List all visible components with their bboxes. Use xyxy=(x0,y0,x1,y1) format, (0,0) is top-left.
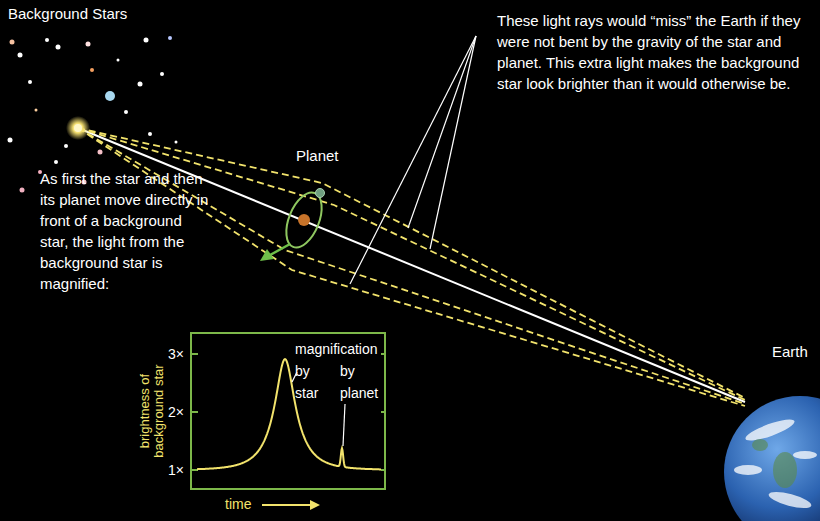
cloud xyxy=(744,415,797,444)
earth-clouds xyxy=(734,415,817,511)
callout-leaders xyxy=(350,36,476,284)
source-star-glow xyxy=(66,116,90,140)
star-dot xyxy=(148,132,152,136)
star-dot xyxy=(168,36,172,40)
star-dot xyxy=(45,38,49,42)
cloud xyxy=(734,465,762,475)
star-dot xyxy=(90,68,94,72)
source-star xyxy=(74,124,82,132)
star-dot xyxy=(98,150,103,155)
earth-label: Earth xyxy=(772,342,816,361)
star-dot xyxy=(124,110,128,114)
chart-ticks xyxy=(192,354,386,470)
star-dot xyxy=(117,59,120,62)
star-dot xyxy=(138,82,143,87)
star-dot xyxy=(56,45,61,50)
background-stars xyxy=(8,36,178,193)
star-dot xyxy=(54,160,58,164)
bent-ray xyxy=(78,128,745,398)
cloud xyxy=(767,489,813,512)
star-dot xyxy=(18,53,23,58)
axis-label: brightness of background star xyxy=(138,356,166,466)
tick-label: 3× xyxy=(162,345,184,363)
star-dot xyxy=(86,42,91,47)
star-dot xyxy=(144,38,149,43)
star-dot xyxy=(160,72,164,76)
star-dot xyxy=(105,91,115,101)
lens-star xyxy=(298,214,310,226)
motion-arrowhead xyxy=(260,249,274,261)
planet xyxy=(316,189,325,198)
time-arrow xyxy=(262,504,312,506)
motion-arrow xyxy=(270,244,290,255)
planet-label: Planet xyxy=(296,146,356,165)
earth-land xyxy=(752,439,797,488)
direct-light-ray xyxy=(78,128,745,402)
star-dot xyxy=(64,144,68,148)
planet-annotation: by planet xyxy=(340,360,384,404)
explanation-note: As first the star and then its planet mo… xyxy=(40,168,212,294)
star-dot xyxy=(20,188,25,193)
tick-label: 1× xyxy=(162,461,184,479)
bent-light-rays xyxy=(78,128,745,406)
planet-orbit xyxy=(279,187,329,252)
leader-line xyxy=(343,404,345,446)
landmass xyxy=(752,439,768,451)
bent-ray xyxy=(78,128,745,404)
chart-frame: magnification by starby planet xyxy=(190,332,386,490)
leader-line xyxy=(430,36,476,249)
cloud xyxy=(793,451,817,459)
star-dot xyxy=(35,109,38,112)
star-dot xyxy=(10,40,15,45)
bent-ray xyxy=(78,128,745,406)
landmass xyxy=(773,452,797,488)
bent-ray xyxy=(78,128,745,400)
leader-line xyxy=(408,36,476,228)
star-dot xyxy=(8,138,13,143)
callout-note: These light rays would “miss” the Earth … xyxy=(497,10,809,94)
time-arrowhead xyxy=(310,500,320,510)
figure-label: Background Stars xyxy=(8,4,168,23)
star-dot xyxy=(175,141,178,144)
tick xyxy=(192,411,198,413)
earth xyxy=(724,396,820,521)
leader-line xyxy=(350,36,476,284)
axis-label: time xyxy=(225,496,259,513)
star-dot xyxy=(28,80,32,84)
tick xyxy=(192,353,198,355)
